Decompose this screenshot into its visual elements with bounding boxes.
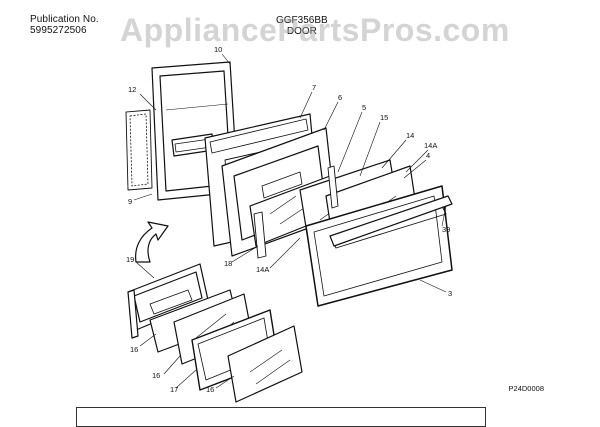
section-title: DOOR (286, 26, 317, 37)
callout-17: 17 (170, 385, 178, 394)
callout-14a-top: 14A (424, 141, 437, 150)
callout-14: 14 (406, 131, 414, 140)
lower-glass-panes (173, 293, 303, 403)
door-seal (125, 109, 153, 191)
leader-lines (133, 53, 447, 389)
footer-box (76, 407, 486, 427)
publication-block: Publication No. 5995272506 (30, 14, 99, 36)
publication-label: Publication No. (30, 14, 99, 25)
door-handle (329, 195, 453, 247)
figure-code: P24D0008 (508, 384, 544, 393)
callout-18: 18 (224, 259, 232, 268)
callout-16-b: 16 (152, 371, 160, 380)
callout-10: 10 (214, 45, 222, 54)
callout-6: 6 (338, 93, 342, 102)
callout-5: 5 (362, 103, 366, 112)
callout-16-c: 16 (206, 385, 214, 394)
exploded-door-diagram: 10 12 7 6 5 15 14 14A 4 39 9 18 14A 3 19… (125, 45, 453, 403)
model-number: GGF356BB (276, 15, 328, 26)
rotation-arrow (135, 221, 169, 263)
callout-3: 3 (448, 289, 452, 298)
callout-12: 12 (128, 85, 136, 94)
publication-number: 5995272506 (30, 25, 87, 36)
callout-19: 19 (126, 255, 134, 264)
callout-9: 9 (128, 197, 132, 206)
callout-14a-bottom: 14A (256, 265, 269, 274)
callout-7: 7 (312, 83, 316, 92)
callout-39: 39 (442, 225, 450, 234)
callout-16-a: 16 (130, 345, 138, 354)
callout-15: 15 (380, 113, 388, 122)
model-block: GGF356BB DOOR (276, 15, 328, 37)
callout-4: 4 (426, 151, 430, 160)
